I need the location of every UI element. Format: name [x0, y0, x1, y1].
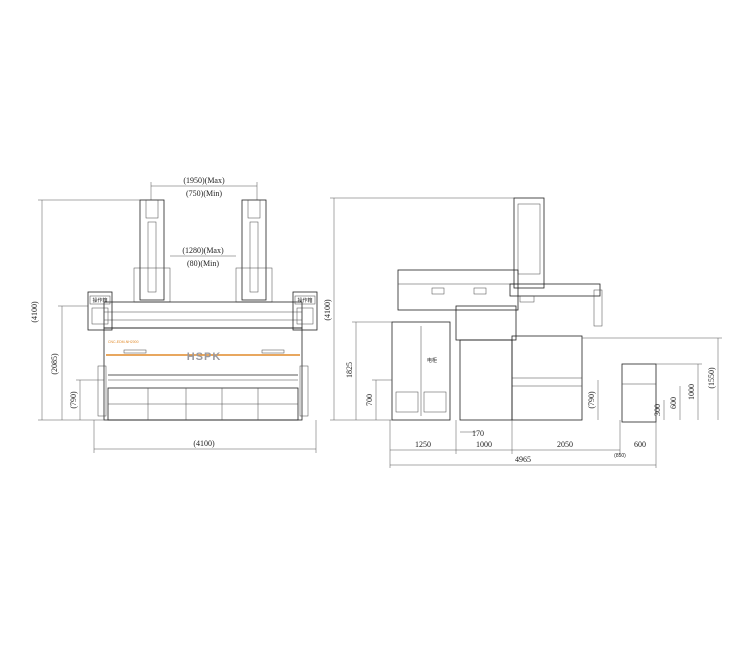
left-panel-label: 操作箱 — [92, 297, 107, 304]
side-dim-600: 600 — [634, 440, 646, 449]
side-dim-170: 170 — [472, 429, 484, 438]
side-dim-850: (850) — [614, 453, 626, 459]
aux-unit — [621, 363, 657, 423]
side-arm — [509, 283, 601, 297]
brand-logo: HSPK — [187, 351, 222, 363]
side-dim-cabinet-height: 1825 — [345, 362, 354, 378]
side-head — [397, 269, 519, 311]
dim-top-min: (750)(Min) — [186, 189, 222, 198]
right-column — [241, 199, 267, 301]
dim-top-max: (1950)(Max) — [183, 176, 225, 185]
side-dim-1250: 1250 — [415, 440, 431, 449]
side-dim-height-total: (4100) — [323, 299, 332, 321]
front-dim-height-total: (4100) — [30, 301, 39, 323]
right-control-panel — [292, 291, 318, 331]
side-dim-right-300: 300 — [653, 404, 662, 416]
side-view: 电柜 (4100) 1825 700 (790) (1550) 1000 600… — [323, 197, 722, 468]
front-dim-height-mid: (2085) — [50, 353, 59, 375]
electric-cabinet — [391, 321, 451, 421]
crossbeam — [103, 301, 303, 329]
left-control-panel — [87, 291, 113, 331]
front-dim-width: (4100) — [193, 439, 215, 448]
side-dim-right-1000: 1000 — [687, 384, 696, 400]
side-dim-tank-height: (790) — [587, 391, 596, 409]
left-column — [139, 199, 165, 301]
dim-inner-min: (80)(Min) — [187, 259, 219, 268]
model-text: CNC-EDM-NH2000 — [108, 340, 139, 344]
dim-inner-max: (1280)(Max) — [182, 246, 224, 255]
cabinet-label: 电柜 — [427, 357, 437, 364]
side-dim-2050: 2050 — [557, 440, 573, 449]
right-panel-label: 操作箱 — [297, 297, 312, 304]
side-dim-right-1550: (1550) — [707, 367, 716, 389]
side-dim-1000: 1000 — [476, 440, 492, 449]
front-view: (1950)(Max) (750)(Min) (1280)(Max) (80)(… — [30, 176, 318, 453]
side-dim-total: 4965 — [515, 455, 531, 464]
front-dim-height-low: (790) — [69, 391, 78, 409]
side-column — [513, 197, 545, 289]
side-dim-right-600: 600 — [669, 397, 678, 409]
side-dim-cabinet-low: 700 — [365, 394, 374, 406]
